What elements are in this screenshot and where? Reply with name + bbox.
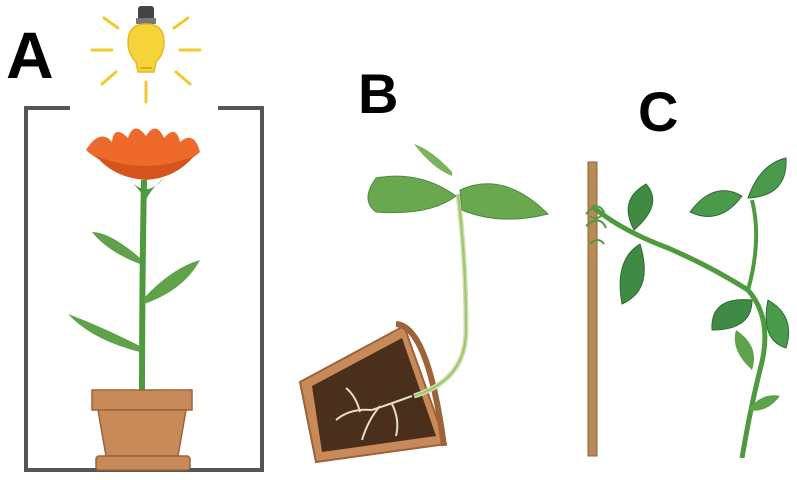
leaf (92, 232, 140, 264)
panel-c (586, 158, 789, 458)
flower-pot (92, 390, 192, 470)
leaf (414, 144, 452, 176)
leaf (766, 300, 789, 348)
leaf (460, 184, 548, 219)
flower (86, 128, 200, 200)
leaf (620, 244, 644, 304)
panel-b (300, 144, 548, 462)
leaf (748, 158, 786, 198)
leaf (712, 300, 752, 330)
leaf (68, 314, 140, 352)
panel-a (26, 6, 262, 470)
leaf (368, 176, 456, 213)
lightbulb-icon (92, 6, 200, 102)
leaf (144, 260, 200, 304)
leaf (690, 191, 742, 217)
leaf (628, 184, 653, 230)
leaf (735, 330, 754, 370)
